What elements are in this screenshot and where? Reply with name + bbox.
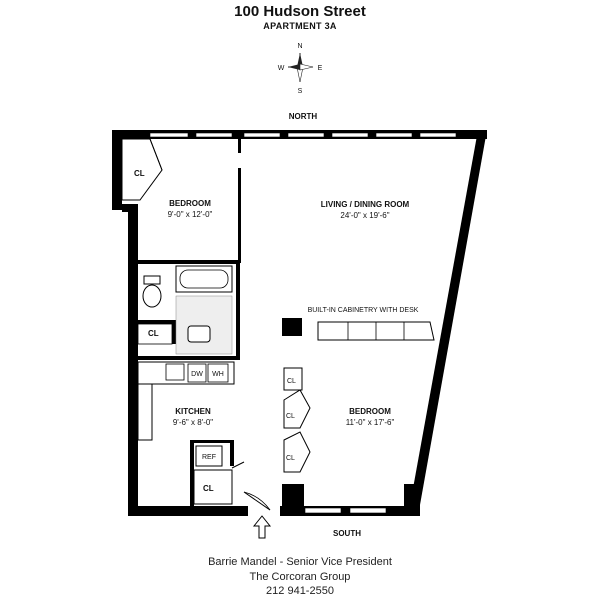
south-label: SOUTH: [333, 529, 361, 538]
bedroom-closet: CL: [121, 138, 163, 201]
closet-label-1: CL: [134, 169, 145, 178]
washer-label: WH: [212, 371, 224, 378]
bedroom1-size: 9'-0" x 12'-0": [168, 210, 213, 219]
entry-arrow-icon: [252, 515, 272, 539]
interior-walls: [136, 139, 241, 516]
compass-s: S: [298, 88, 303, 95]
bedroom2-closets: [283, 367, 311, 473]
agent-name-title: Barrie Mandel - Senior Vice President: [208, 556, 392, 568]
living-name: LIVING / DINING ROOM: [321, 200, 410, 209]
closet-label-3: CL: [203, 484, 214, 493]
closet-label-2: CL: [148, 329, 159, 338]
compass-w: W: [278, 65, 285, 72]
compass-icon: N S E W: [278, 43, 323, 95]
kitchen-size: 9'-6" x 8'-0": [173, 418, 213, 427]
compass-n: N: [297, 43, 302, 50]
apartment-subtitle: APARTMENT 3A: [263, 21, 337, 31]
refrigerator: REF: [195, 445, 223, 467]
agent-phone: 212 941-2550: [266, 585, 334, 597]
south-windows: [304, 507, 387, 514]
north-windows: [149, 132, 457, 138]
built-in-cabinetry: BUILT-IN CABINETRY WITH DESK: [308, 307, 435, 341]
bedroom1-name: BEDROOM: [169, 199, 211, 208]
bathroom: CL: [137, 265, 233, 355]
north-label: NORTH: [289, 112, 318, 121]
address-title: 100 Hudson Street: [234, 3, 366, 20]
kitchen-counters: DW WH: [137, 361, 235, 441]
refrigerator-label: REF: [202, 454, 216, 461]
closet-label-4: CL: [287, 378, 296, 385]
cabinetry-label: BUILT-IN CABINETRY WITH DESK: [308, 307, 419, 314]
living-size: 24'-0" x 19'-6": [340, 211, 389, 220]
entry-closet: CL: [193, 461, 271, 511]
bedroom2-size: 11'-0" x 17'-6": [346, 418, 395, 427]
columns: [282, 318, 420, 510]
dishwasher-label: DW: [191, 371, 203, 378]
closet-label-5: CL: [286, 413, 295, 420]
bedroom2-name: BEDROOM: [349, 407, 391, 416]
compass-e: E: [318, 65, 323, 72]
agent-company: The Corcoran Group: [249, 571, 351, 583]
kitchen-name: KITCHEN: [175, 407, 211, 416]
closet-label-6: CL: [286, 455, 295, 462]
